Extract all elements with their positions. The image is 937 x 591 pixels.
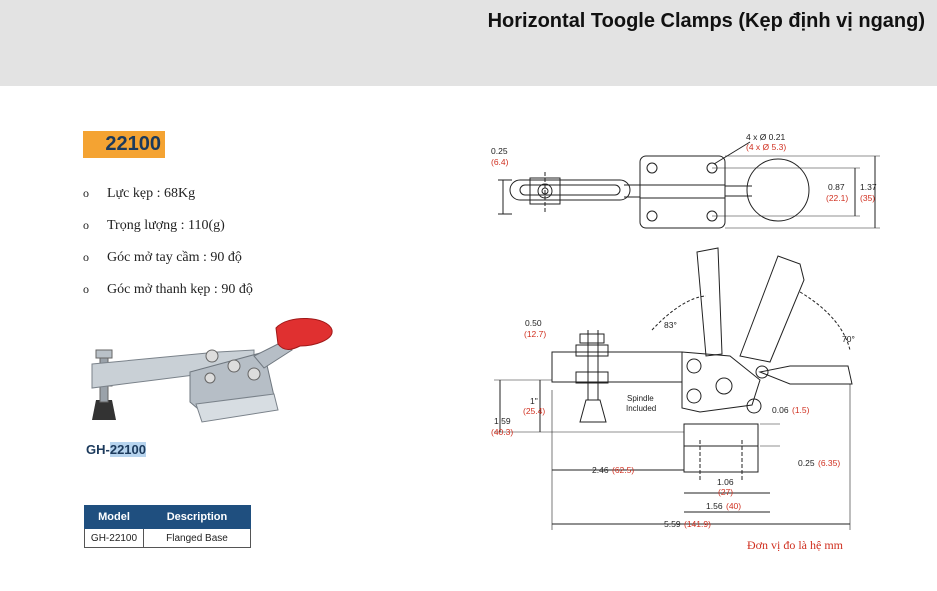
dim-holes-mm: (4 x Ø 5.3) — [746, 142, 786, 152]
dim-width-mm: (6.4) — [491, 157, 509, 167]
table-header-cell: Description — [143, 505, 251, 529]
rubber-tip — [92, 400, 116, 420]
table-row: GH-22100 Flanged Base — [84, 528, 251, 548]
dim-width-in: 0.25 — [491, 146, 508, 156]
side-clamp-arm — [551, 351, 683, 383]
spec-text: Trọng lượng : 110(g) — [107, 218, 225, 233]
mount-hole-icon — [646, 162, 658, 174]
side-base — [683, 423, 759, 447]
dim-inner-in: 0.87 — [828, 182, 845, 192]
top-clamp-bar — [509, 179, 631, 201]
spindle-label: Spindle — [627, 394, 654, 403]
dim-gap-mm: (1.5) — [792, 405, 810, 415]
spec-text: Lực kẹp : 68Kg — [107, 186, 196, 201]
dim-base-len-in: 1.56 — [706, 501, 723, 511]
pivot-icon — [205, 349, 219, 363]
dim-holes-in: 4 x Ø 0.21 — [746, 132, 785, 142]
spec-text: Góc mở thanh kẹp : 90 độ — [107, 282, 253, 297]
table-header-row: Model Description — [84, 505, 251, 529]
dim-height-in: 1.59 — [494, 416, 511, 426]
handle-lever — [253, 341, 293, 369]
part-number: 22100 — [109, 442, 146, 457]
side-body — [681, 351, 761, 413]
handle-angle: 83° — [664, 320, 677, 330]
bullet-icon: o — [83, 282, 89, 296]
table-header-cell: Model — [84, 505, 144, 529]
dim-base-mm: (6.35) — [818, 458, 840, 468]
dim-thread-mm: (25.4) — [523, 406, 545, 416]
dim-height-mm: (40.3) — [491, 427, 513, 437]
model-table: Model Description GH-22100 Flanged Base — [84, 505, 251, 548]
dim-base-len-mm: (40) — [726, 501, 741, 511]
pivot-icon — [686, 358, 702, 374]
bullet-icon: o — [83, 250, 89, 264]
side-view — [494, 247, 853, 530]
dim-thread-in: 1" — [530, 396, 538, 406]
dim-spindle-in: 0.50 — [525, 318, 542, 328]
dim-outer-in: 1.37 — [860, 182, 877, 192]
top-view — [498, 141, 880, 229]
part-prefix: GH- — [86, 442, 110, 457]
technical-drawing: 0.25 (6.4) 4 x Ø 0.21 (4 x Ø 5.3) 0.87 (… — [491, 132, 880, 530]
table-cell: Flanged Base — [143, 528, 251, 548]
unit-note: Đơn vị đo là hệ mm — [747, 538, 843, 552]
flanged-base — [195, 393, 279, 423]
handle-grip — [275, 317, 333, 350]
top-base-plate — [639, 155, 726, 229]
dim-gap-in: 0.06 — [772, 405, 789, 415]
table-cell: GH-22100 — [84, 528, 144, 548]
dim-reach-in: 2.46 — [592, 465, 609, 475]
bullet-icon: o — [83, 186, 89, 200]
dim-inner-mm: (22.1) — [826, 193, 848, 203]
dim-pitch-in: 1.06 — [717, 477, 734, 487]
dim-base-in: 0.25 — [798, 458, 815, 468]
spindle-nut — [95, 349, 113, 359]
bar-angle: 70° — [842, 334, 855, 344]
page-title: Horizontal Toogle Clamps (Kẹp định vị ng… — [487, 10, 925, 32]
product-photo — [91, 317, 333, 423]
bullet-icon: o — [83, 218, 89, 232]
dim-outer-mm: (35) — [860, 193, 875, 203]
model-number: 22100 — [105, 133, 161, 155]
spec-text: Góc mở tay cầm : 90 độ — [107, 250, 242, 265]
dim-spindle-mm: (12.7) — [524, 329, 546, 339]
spindle-label: Included — [626, 404, 656, 413]
part-caption: GH-22100 — [86, 442, 146, 457]
spindle-tip — [579, 399, 607, 423]
dim-pitch-mm: (27) — [718, 487, 733, 497]
mount-hole-icon — [646, 210, 658, 222]
spindle-nut-side — [575, 344, 609, 357]
handle-open-position — [696, 247, 723, 357]
dim-total-mm: (141.9) — [684, 519, 711, 529]
dim-reach-mm: (62.5) — [612, 465, 634, 475]
top-handle-grip — [746, 158, 810, 222]
model-badge: 22100 — [83, 131, 165, 158]
dim-total-in: 5.59 — [664, 519, 681, 529]
handle-closed-position — [758, 365, 853, 385]
handle-mid-position — [739, 255, 805, 363]
header-band — [0, 0, 937, 86]
